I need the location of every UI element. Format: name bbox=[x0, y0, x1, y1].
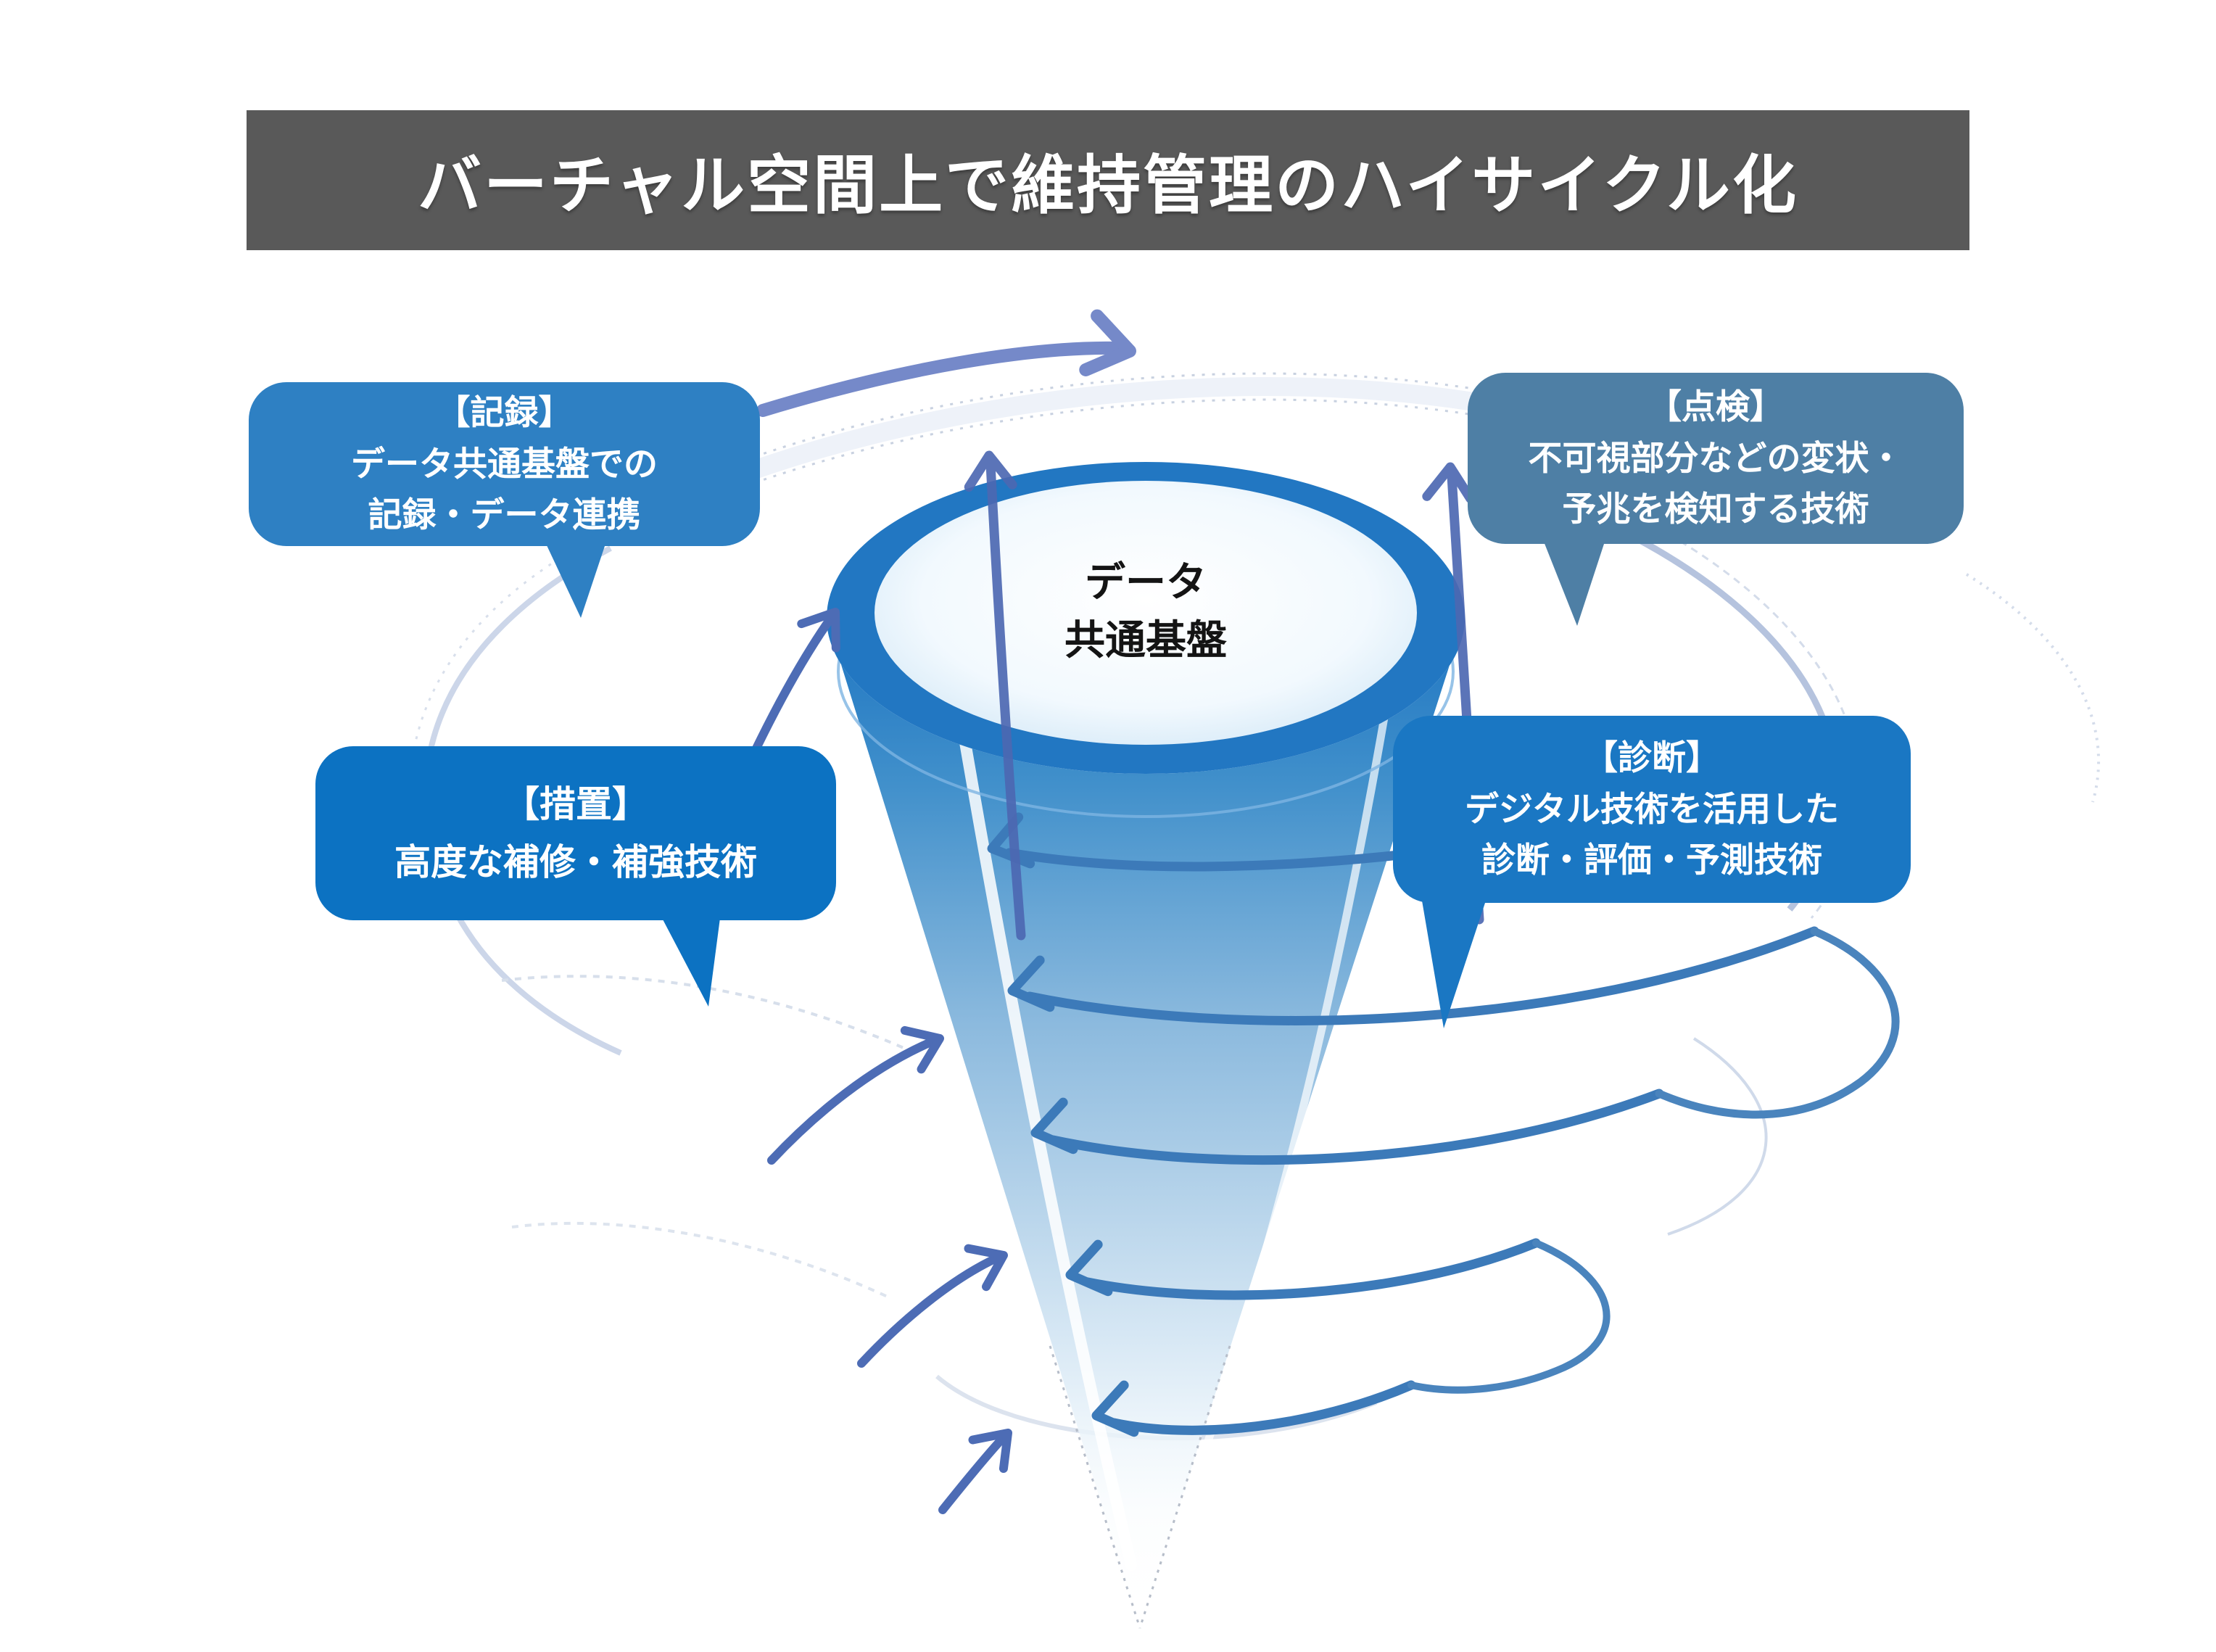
spiral-right-loop-1 bbox=[1655, 927, 1900, 1119]
top-cycle-arrow-shaft bbox=[756, 341, 1125, 417]
callout-record-pointer bbox=[546, 544, 605, 618]
cone-highlight-right bbox=[1163, 692, 1392, 1564]
up-arrowhead-2 bbox=[900, 1025, 944, 1074]
callout-record-line1: データ共通基盤での bbox=[351, 444, 658, 483]
data-platform-label-line2: 共通基盤 bbox=[1064, 617, 1227, 663]
spiral-arrow-2 bbox=[1025, 926, 1819, 1025]
spiral-arrow-4 bbox=[1083, 1238, 1541, 1300]
spiral-arrowhead-4 bbox=[1065, 1239, 1113, 1297]
up-arrow-4 bbox=[938, 1434, 1006, 1514]
page-title: バーチャル空間上で維持管理のハイサイクル化 bbox=[418, 149, 1798, 221]
up-arrowhead-1 bbox=[797, 608, 840, 653]
spiral-arrowhead-2 bbox=[1007, 955, 1055, 1012]
rim-arrow-left bbox=[985, 459, 1026, 941]
up-arrow-2 bbox=[767, 1037, 937, 1165]
callout-diagnosis-heading: 【診断】 bbox=[1584, 738, 1720, 777]
cone-highlight-left bbox=[950, 682, 1137, 1571]
callout-diagnosis-line2: 診断・評価・予測技術 bbox=[1481, 841, 1822, 880]
rim-arrowhead-left bbox=[964, 450, 1017, 492]
spiral-right-loop-2 bbox=[1407, 1239, 1611, 1394]
top-cycle-arrow-icon bbox=[756, 309, 1136, 417]
cone-tip-dashed-outline bbox=[1049, 1345, 1231, 1629]
callout-record-heading: 【記録】 bbox=[436, 393, 573, 432]
spiral-arrowhead-5 bbox=[1091, 1380, 1139, 1437]
spiral-arrow-5 bbox=[1109, 1380, 1416, 1435]
title-banner: バーチャル空間上で維持管理のハイサイクル化 bbox=[247, 110, 1969, 250]
callout-record: 【記録】 データ共通基盤での 記録・データ連携 bbox=[249, 382, 760, 618]
callout-inspection-line1: 不可視部分などの変状・ bbox=[1528, 438, 1903, 477]
callout-measures-heading: 【措置】 bbox=[503, 784, 648, 825]
spiral-arrowhead-3 bbox=[1030, 1097, 1078, 1155]
up-arrowhead-4 bbox=[968, 1429, 1012, 1474]
callout-measures-line1: 高度な補修・補強技術 bbox=[394, 842, 757, 883]
data-platform-surface bbox=[875, 481, 1417, 745]
callout-diagnosis-line1: デジタル技術を活用した bbox=[1464, 789, 1840, 828]
up-arrow-3 bbox=[857, 1254, 1001, 1368]
callout-diagnosis: 【診断】 デジタル技術を活用した 診断・評価・予測技術 bbox=[1393, 716, 1911, 1028]
data-platform-label-line1: データ bbox=[1085, 559, 1207, 605]
top-cycle-arrowhead bbox=[1079, 309, 1136, 376]
up-arrowhead-3 bbox=[964, 1244, 1008, 1292]
spiral-arrow-3 bbox=[1048, 1089, 1664, 1165]
callout-inspection-pointer bbox=[1544, 542, 1605, 626]
callout-record-line2: 記録・データ連携 bbox=[368, 495, 641, 534]
callout-measures-pointer bbox=[662, 918, 720, 1007]
callout-measures: 【措置】 高度な補修・補強技術 bbox=[315, 746, 836, 1007]
rim-arrowhead-right bbox=[1422, 462, 1476, 504]
callout-inspection-line2: 予兆を検知する技術 bbox=[1562, 490, 1869, 529]
funnel-cone: データ 共通基盤 bbox=[827, 462, 1465, 1629]
callout-diagnosis-pointer bbox=[1422, 901, 1486, 1028]
callout-inspection-heading: 【点検】 bbox=[1647, 387, 1784, 426]
callout-inspection: 【点検】 不可視部分などの変状・ 予兆を検知する技術 bbox=[1468, 373, 1964, 626]
